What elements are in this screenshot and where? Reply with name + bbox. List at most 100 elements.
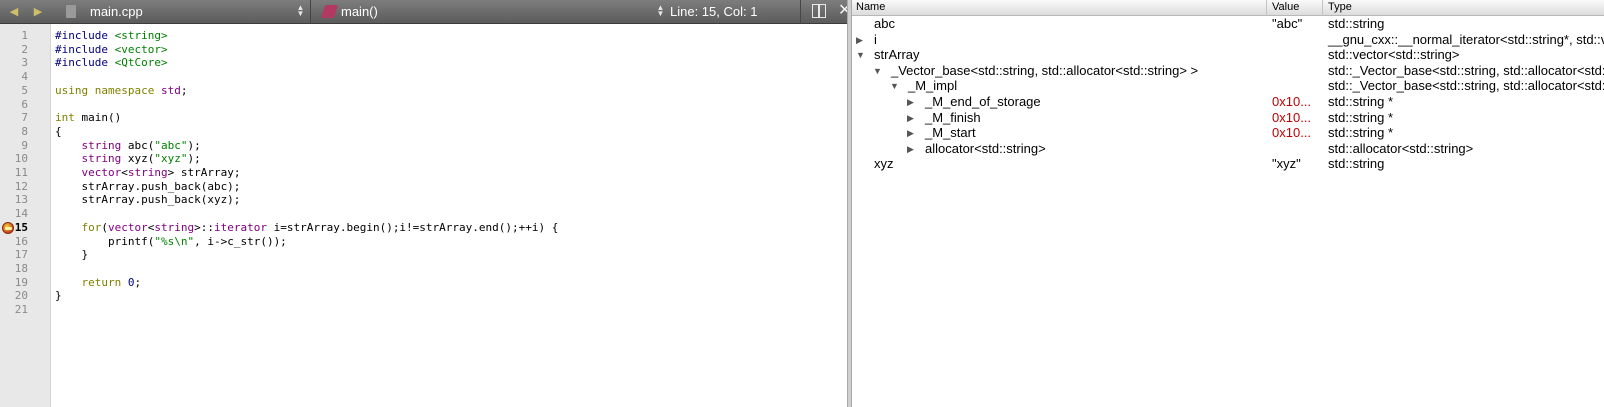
disclosure-collapsed-icon[interactable]: ▶: [907, 128, 914, 139]
code-line[interactable]: strArray.push_back(xyz);: [55, 193, 240, 207]
line-number[interactable]: 8: [21, 124, 28, 138]
code-token: (: [101, 220, 108, 234]
line-number[interactable]: 6: [21, 97, 28, 111]
column-divider[interactable]: [1266, 0, 1267, 16]
code-token: string: [127, 166, 168, 179]
column-divider[interactable]: [1322, 0, 1323, 16]
code-token: "abc": [154, 138, 188, 152]
chevron-updown-icon[interactable]: ▲▼: [296, 3, 305, 18]
locals-value[interactable]: 0x10...: [1272, 109, 1312, 125]
locals-name: _Vector_base<std::string, std::allocator…: [891, 62, 1199, 78]
code-line[interactable]: for(vector<string>::iterator i=strArray.…: [55, 220, 559, 235]
function-combo[interactable]: main(): [341, 4, 378, 19]
line-number[interactable]: 16: [14, 234, 28, 248]
column-header-value[interactable]: Value: [1272, 1, 1300, 13]
locals-row[interactable]: abc"abc"std::string: [852, 16, 1604, 32]
code-line[interactable]: #include <string>: [55, 29, 168, 43]
file-combo[interactable]: main.cpp: [90, 4, 143, 19]
code-token: );: [187, 152, 201, 166]
line-number[interactable]: 19: [14, 275, 28, 289]
code-token: strArray.push_back(abc);: [55, 179, 241, 193]
disclosure-collapsed-icon[interactable]: ▶: [907, 143, 914, 154]
line-number[interactable]: 3: [21, 56, 28, 70]
line-number[interactable]: 1: [21, 29, 28, 42]
line-number[interactable]: 7: [21, 111, 28, 125]
split-icon[interactable]: [812, 4, 826, 18]
column-header-name[interactable]: Name: [856, 1, 886, 13]
code-token: #include: [55, 42, 115, 56]
line-number[interactable]: 12: [14, 179, 28, 193]
line-number[interactable]: 13: [14, 193, 28, 207]
splitter-handle[interactable]: [847, 0, 852, 407]
code-token: ;: [180, 83, 188, 97]
breakpoint-icon[interactable]: [2, 221, 14, 234]
line-number[interactable]: 17: [14, 248, 28, 262]
locals-row[interactable]: ▶allocator<std::string>std::allocator<st…: [852, 141, 1604, 157]
code-token: [55, 276, 82, 289]
code-line[interactable]: return 0;: [55, 275, 142, 290]
code-line[interactable]: using namespace std;: [55, 84, 187, 98]
line-number[interactable]: 11: [14, 166, 28, 179]
code-token: main(): [81, 111, 122, 125]
code-line[interactable]: strArray.push_back(abc);: [55, 180, 240, 194]
locals-value[interactable]: 0x10...: [1272, 125, 1312, 141]
arrow-right-icon[interactable]: ▶: [33, 6, 43, 18]
line-number[interactable]: 14: [14, 207, 28, 221]
code-line[interactable]: printf("%s\n", i->c_str());: [55, 235, 287, 249]
locals-row[interactable]: xyz"xyz"std::string: [852, 156, 1604, 172]
code-line[interactable]: string xyz("xyz");: [55, 152, 201, 166]
code-editor[interactable]: #include <string>#include <vector>#inclu…: [51, 24, 847, 407]
line-number[interactable]: 9: [21, 138, 28, 152]
code-token: string: [81, 138, 122, 152]
line-number[interactable]: 4: [21, 70, 28, 84]
cursor-position: Line: 15, Col: 1: [670, 4, 758, 19]
code-token: > strArray;: [167, 166, 241, 179]
line-number[interactable]: 5: [21, 83, 28, 97]
code-token: for: [81, 220, 102, 234]
line-number[interactable]: 18: [14, 261, 28, 275]
code-token: }: [55, 248, 89, 262]
code-line[interactable]: vector<string> strArray;: [55, 166, 241, 180]
disclosure-collapsed-icon[interactable]: ▶: [856, 34, 863, 45]
column-header-type[interactable]: Type: [1328, 1, 1352, 13]
arrow-left-icon[interactable]: ◀: [9, 6, 19, 18]
locals-type: std::string: [1328, 16, 1385, 31]
code-token: return: [81, 275, 128, 289]
code-token: iterator: [214, 220, 267, 234]
code-line[interactable]: {: [55, 125, 62, 139]
code-token: [55, 221, 82, 234]
code-token: int: [55, 111, 82, 125]
disclosure-expanded-icon[interactable]: ▼: [890, 81, 899, 92]
line-number[interactable]: 2: [21, 42, 28, 56]
line-number[interactable]: 20: [14, 289, 28, 303]
code-token: [55, 166, 82, 179]
code-line[interactable]: int main(): [55, 111, 121, 125]
code-line[interactable]: #include <vector>: [55, 43, 168, 57]
line-number[interactable]: 10: [14, 152, 28, 166]
code-line[interactable]: }: [55, 248, 88, 262]
locals-value[interactable]: "xyz": [1272, 156, 1301, 172]
disclosure-collapsed-icon[interactable]: ▶: [907, 112, 914, 123]
disclosure-expanded-icon[interactable]: ▼: [856, 50, 865, 61]
code-line[interactable]: }: [55, 289, 62, 303]
locals-name: xyz: [874, 156, 894, 172]
locals-row[interactable]: ▼ _Vector_base<std::string, std::allocato…: [852, 63, 1604, 79]
locals-header: Name Value Type: [852, 0, 1604, 16]
chevron-updown-icon[interactable]: ▲▼: [656, 3, 665, 18]
locals-value[interactable]: 0x10...: [1272, 94, 1312, 109]
disclosure-collapsed-icon[interactable]: ▶: [907, 97, 914, 107]
line-number[interactable]: 21: [14, 303, 28, 316]
code-line[interactable]: #include <QtCore>: [55, 56, 168, 70]
locals-value[interactable]: "abc": [1272, 16, 1303, 31]
disclosure-expanded-icon[interactable]: ▼: [873, 65, 882, 76]
locals-row[interactable]: ▶i__gnu_cxx::__normal_iterator<std::stri…: [852, 32, 1604, 48]
locals-name: _M_finish: [925, 109, 981, 125]
code-line[interactable]: string abc("abc");: [55, 139, 201, 153]
line-number[interactable]: 15: [14, 220, 28, 234]
